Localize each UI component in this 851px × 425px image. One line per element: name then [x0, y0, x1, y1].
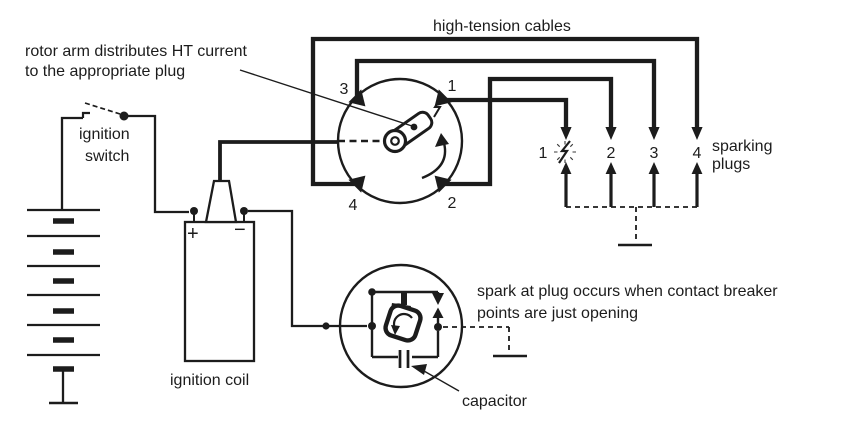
wire-junction-dot: [322, 322, 330, 330]
breaker-junction-dot-left: [368, 322, 376, 330]
switch-pivot-dot: [119, 111, 129, 121]
wire-battery-to-switch: [60, 116, 83, 209]
breaker-cam: [383, 303, 423, 343]
distributor-terminal-label-4: 4: [349, 197, 358, 214]
cam-rotation-arrow-head: [391, 325, 400, 335]
rotation-arrow: [421, 142, 447, 180]
coil-minus-label: −: [234, 219, 246, 241]
breaker-junction-dot-right: [434, 323, 442, 331]
plug-electrode-stems: [564, 174, 699, 207]
wire-switch-to-coil: [128, 114, 189, 214]
cable-arrowhead-plug3: [648, 127, 660, 140]
breaker-earth-dashed-wire: [443, 326, 510, 350]
ignition-switch-label-line2: switch: [85, 148, 129, 165]
plugs-earth-dashed-wire: [566, 206, 697, 241]
ht-cable-plug1: [446, 97, 569, 128]
breaker-point-lower: [432, 307, 444, 318]
contact-terminal-1: [434, 89, 452, 107]
ht-cable-arrowheads: [560, 127, 703, 140]
battery: [27, 208, 100, 405]
ignition-switch: [60, 102, 189, 214]
contact-breaker: [368, 288, 527, 368]
sparking-plugs: 1 2 3 4: [539, 140, 703, 247]
coil-ht-tower: [204, 179, 238, 224]
distributor: 3 1 4 2: [340, 78, 457, 214]
ht-lead-coil-to-distributor: [218, 140, 338, 181]
rotation-arrow-head: [435, 133, 449, 147]
contact-terminal-2: [434, 175, 452, 193]
capacitor-label: capacitor: [462, 393, 528, 410]
coil-plus-terminal-dot: [190, 207, 198, 215]
plug-number-2: 2: [607, 145, 616, 162]
distributor-terminal-label-1: 1: [448, 78, 457, 95]
coil-minus-terminal-dot: [240, 207, 248, 215]
rotor-pivot-centre: [390, 136, 400, 146]
cable-arrowhead-plug4: [691, 127, 703, 140]
rotor-note-line1: rotor arm distributes HT current: [25, 43, 248, 60]
rotor-note-line2: to the appropriate plug: [25, 63, 185, 80]
plug-up-arrowhead-1: [560, 162, 572, 174]
ht-cable-plug3: [354, 58, 657, 128]
plug-up-arrowhead-2: [605, 162, 617, 174]
capacitor-plates-icon: [398, 350, 410, 368]
distributor-contacts: [348, 89, 452, 193]
switch-fixed-contact: [81, 111, 90, 118]
rotor-arm-dot: [410, 123, 418, 131]
breaker-note-line2: points are just opening: [477, 305, 638, 322]
plug-up-arrowheads: [560, 162, 703, 174]
breaker-note-line1: spark at plug occurs when contact breake…: [477, 283, 778, 300]
contact-terminal-3: [348, 89, 366, 107]
ignition-coil: + −: [183, 179, 256, 363]
spark-rays-icon: [554, 141, 576, 163]
battery-long-plates: [27, 208, 100, 357]
high-tension-cables-label: high-tension cables: [433, 18, 571, 35]
ignition-coil-label: ignition coil: [170, 372, 249, 389]
plug-number-1: 1: [539, 145, 548, 162]
plug-number-4: 4: [693, 145, 702, 162]
high-tension-cables: [310, 36, 700, 187]
capacitor-pointer-line: [423, 370, 460, 392]
coil-plus-label: +: [187, 223, 199, 245]
cable-arrowhead-plug1: [560, 127, 572, 140]
sparking-plugs-label-line2: plugs: [712, 156, 750, 173]
battery-short-plates: [53, 218, 74, 372]
plug-number-3: 3: [650, 145, 659, 162]
spark-bolt-icon: [558, 140, 571, 164]
ht-cable-plug2: [444, 76, 614, 187]
ht-cable-plug4: [310, 36, 700, 187]
ignition-switch-label-line1: ignition: [79, 126, 130, 143]
sparking-plugs-label-line1: sparking: [712, 138, 772, 155]
cable-arrowhead-plug2: [605, 127, 617, 140]
contact-terminal-4: [348, 175, 366, 193]
plug-spark-burst-icon: [554, 140, 576, 164]
distributor-terminal-label-3: 3: [340, 81, 349, 98]
plug-up-arrowhead-3: [648, 162, 660, 174]
breaker-point-upper: [432, 293, 444, 305]
capacitor-pointer-arrowhead: [411, 364, 427, 375]
distributor-terminal-label-2: 2: [448, 195, 457, 212]
switch-blade-open: [84, 102, 121, 115]
plug-up-arrowhead-4: [691, 162, 703, 174]
breaker-junction-dot-top: [368, 288, 376, 296]
rotor-note-pointer-line: [239, 69, 413, 127]
